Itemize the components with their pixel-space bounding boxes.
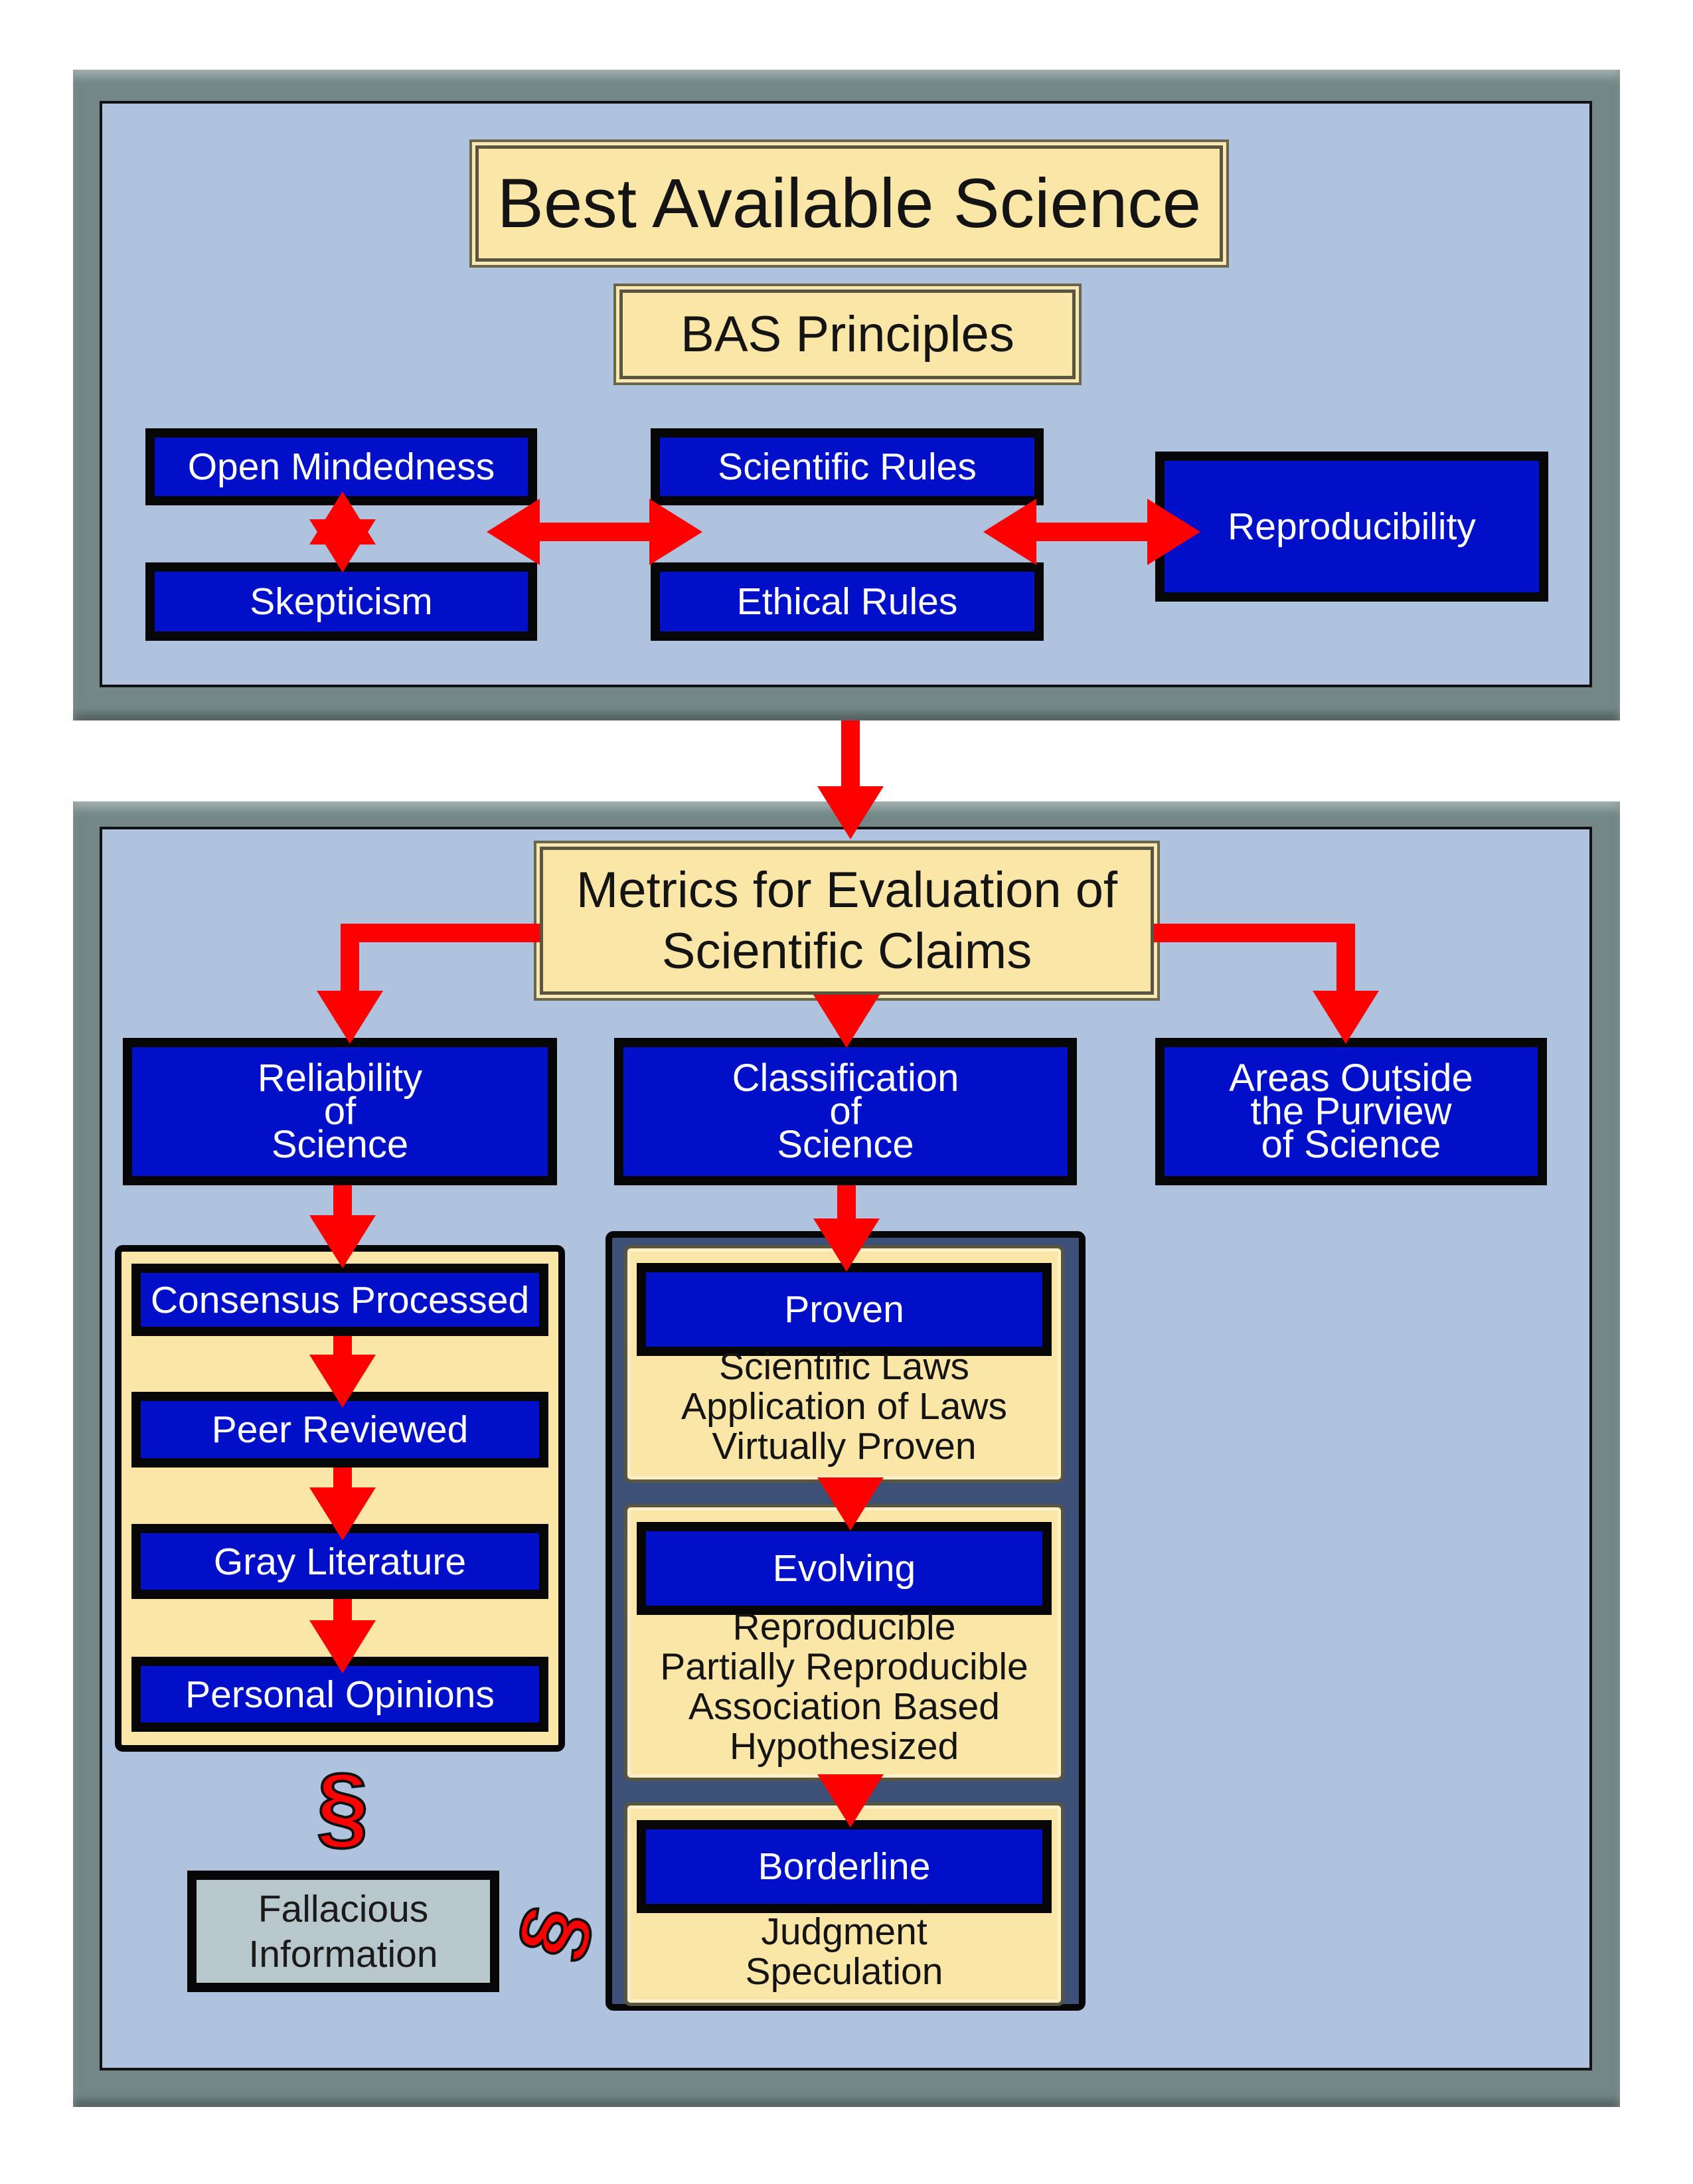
class-item: Reproducible	[732, 1606, 956, 1648]
bas-principles-heading: BAS Principles	[619, 290, 1076, 379]
metrics-to-reliability-arrow	[317, 924, 540, 1044]
metrics-heading: Metrics for Evaluation of Scientific Cla…	[540, 847, 1154, 995]
class-item: Association Based	[688, 1685, 1000, 1728]
rules-reproducibility-arrow	[983, 499, 1200, 565]
arrowhead	[983, 499, 1036, 565]
evolving-items: Reproducible Partially Reproducible Asso…	[627, 1607, 1061, 1766]
proven-items: Scientific Laws Application of Laws Virt…	[627, 1347, 1061, 1466]
principles-to-metrics-arrow	[817, 720, 884, 839]
classification-to-proven-arrow	[813, 1185, 880, 1272]
mindedness-rules-arrow	[487, 499, 702, 565]
borderline-items: Judgment Speculation	[627, 1912, 1061, 1991]
outside-line: Areas Outside	[1229, 1056, 1473, 1100]
outside-line: of Science	[1261, 1123, 1441, 1166]
gray-literature-box: Gray Literature	[131, 1524, 548, 1599]
metrics-heading-line2: Scientific Claims	[661, 922, 1032, 979]
arrowhead	[487, 499, 540, 565]
reliability-line: Science	[271, 1123, 409, 1166]
arrowhead	[649, 499, 702, 565]
fallacious-line: Information	[248, 1932, 438, 1975]
scientific-rules-box: Scientific Rules	[651, 428, 1044, 505]
gray-to-personal-arrow	[309, 1599, 376, 1673]
arrowhead	[813, 995, 880, 1048]
section-sign-icon: §	[315, 1752, 370, 1859]
arrowhead	[813, 1218, 880, 1272]
arrowhead	[817, 786, 884, 839]
open-skepticism-arrow	[309, 491, 376, 572]
evolving-to-borderline-arrow	[817, 1774, 884, 1827]
fallacious-line: Fallacious	[258, 1887, 429, 1930]
classification-box: Classification of Science	[614, 1038, 1077, 1185]
ethical-rules-box: Ethical Rules	[651, 562, 1044, 641]
classification-line: of	[829, 1090, 862, 1133]
classification-line: Classification	[732, 1056, 959, 1100]
fallacious-information-box: Fallacious Information	[187, 1871, 499, 1992]
metrics-to-classification-arrow	[813, 995, 880, 1048]
borderline-header: Borderline	[637, 1820, 1052, 1913]
arrowhead	[309, 1215, 376, 1268]
class-item: Virtually Proven	[712, 1425, 977, 1468]
class-item: Judgment	[761, 1910, 927, 1953]
proven-card: Proven Scientific Laws Application of La…	[624, 1245, 1064, 1483]
class-item: Speculation	[745, 1950, 943, 1993]
metrics-to-outside-arrow	[1154, 924, 1379, 1044]
class-item: Hypothesized	[729, 1725, 959, 1768]
arrowhead	[1313, 991, 1379, 1044]
arrowhead	[317, 991, 383, 1044]
arrowhead	[309, 1620, 376, 1673]
arrow-shaft	[1154, 924, 1355, 997]
arrow-shaft	[341, 924, 540, 997]
evolving-card: Evolving Reproducible Partially Reproduc…	[624, 1504, 1064, 1781]
reproducibility-box: Reproducibility	[1155, 452, 1548, 602]
peer-reviewed-box: Peer Reviewed	[131, 1392, 548, 1468]
classification-line: Science	[777, 1123, 914, 1166]
reliability-line: of	[323, 1090, 357, 1133]
borderline-card: Borderline Judgment Speculation	[624, 1802, 1064, 2006]
consensus-to-peer-arrow	[309, 1336, 376, 1408]
arrowhead	[309, 1355, 376, 1408]
arrowhead	[1147, 499, 1200, 565]
outside-purview-box: Areas Outside the Purview of Science	[1155, 1038, 1547, 1185]
arrowhead	[309, 491, 376, 545]
reliability-to-consensus-arrow	[309, 1185, 376, 1268]
open-mindedness-box: Open Mindedness	[145, 428, 537, 505]
page-title: Best Available Science	[475, 145, 1223, 262]
consensus-processed-box: Consensus Processed	[131, 1264, 548, 1336]
arrowhead	[309, 1487, 376, 1541]
arrowhead	[817, 1774, 884, 1827]
outside-line: the Purview	[1250, 1090, 1452, 1133]
evolving-header: Evolving	[637, 1522, 1052, 1615]
reliability-box: Reliability of Science	[123, 1038, 557, 1185]
arrowhead	[817, 1477, 884, 1531]
proven-to-evolving-arrow	[817, 1477, 884, 1531]
metrics-heading-line1: Metrics for Evaluation of	[576, 861, 1118, 918]
class-item: Scientific Laws	[719, 1345, 969, 1388]
class-item: Application of Laws	[681, 1385, 1008, 1428]
reliability-line: Reliability	[257, 1056, 423, 1100]
peer-to-gray-arrow	[309, 1468, 376, 1541]
class-item: Partially Reproducible	[660, 1645, 1028, 1688]
